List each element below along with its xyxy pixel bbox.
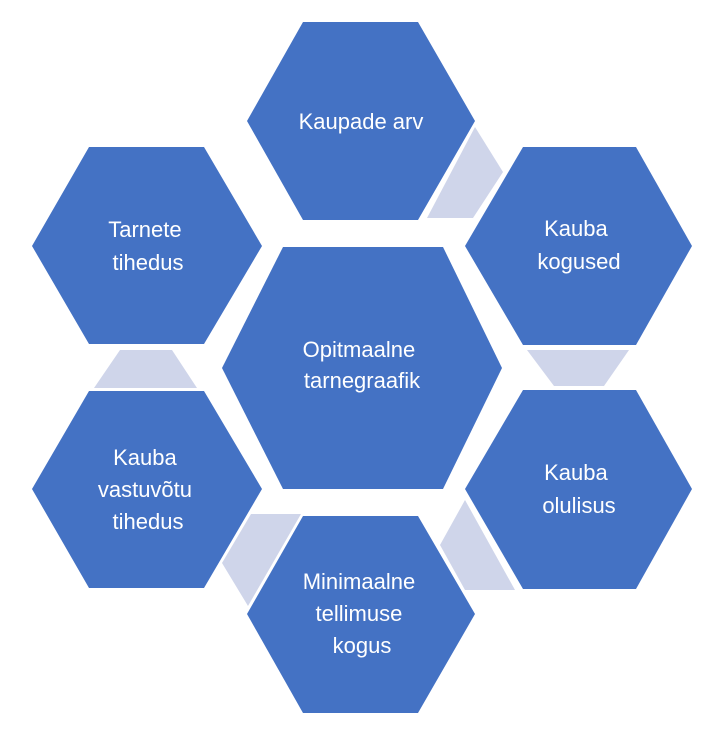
center-label: Opitmaalne tarnegraafik <box>303 337 422 393</box>
hexagon-lower-right <box>465 390 692 589</box>
connector-upper-right-to-lower-right <box>527 350 629 386</box>
center-label-line: tarnegraafik <box>304 368 421 393</box>
node-label-kauba-olulisus: Kauba olulisus <box>542 460 615 518</box>
node-label-line: tihedus <box>113 250 184 275</box>
node-label-line: tellimuse <box>316 601 403 626</box>
node-label-line: Kaupade arv <box>299 109 424 134</box>
node-label-tarnete-tihedus: Tarnete tihedus <box>108 217 188 275</box>
node-label-kaupade-arv: Kaupade arv <box>299 109 424 134</box>
hexagon-center <box>222 247 502 489</box>
hexagon-bottom <box>247 516 475 713</box>
connectors <box>94 127 629 606</box>
node-label-minimaalne-tellimuse-kogus: Minimaalne tellimuse kogus <box>303 569 422 658</box>
connector-top-to-upper-right <box>427 127 503 218</box>
center-label-line: Opitmaalne <box>303 337 416 362</box>
hexagon-lower-left <box>32 391 262 588</box>
node-label-line: kogus <box>333 633 392 658</box>
connector-bottom-to-lower-left <box>222 514 301 606</box>
hexagon-upper-left <box>32 147 262 344</box>
node-label-line: Minimaalne <box>303 569 416 594</box>
hexagons <box>32 22 692 713</box>
node-label-line: tihedus <box>113 509 184 534</box>
node-label-line: olulisus <box>542 493 615 518</box>
hexagon-top <box>247 22 475 220</box>
node-label-kauba-vastuvotu-tihedus: Kauba vastuvõtu tihedus <box>98 445 198 534</box>
node-label-line: kogused <box>537 249 620 274</box>
hexagon-upper-right <box>465 147 692 345</box>
node-label-line: Kauba <box>113 445 177 470</box>
node-label-line: Tarnete <box>108 217 181 242</box>
connector-lower-left-to-upper-left <box>94 350 197 388</box>
labels: Opitmaalne tarnegraafik Kaupade arv Kaub… <box>98 109 621 658</box>
node-label-line: Kauba <box>544 216 608 241</box>
node-label-line: vastuvõtu <box>98 477 192 502</box>
node-label-kauba-kogused: Kauba kogused <box>537 216 620 274</box>
node-label-line: Kauba <box>544 460 608 485</box>
connector-lower-right-to-bottom <box>440 500 515 590</box>
